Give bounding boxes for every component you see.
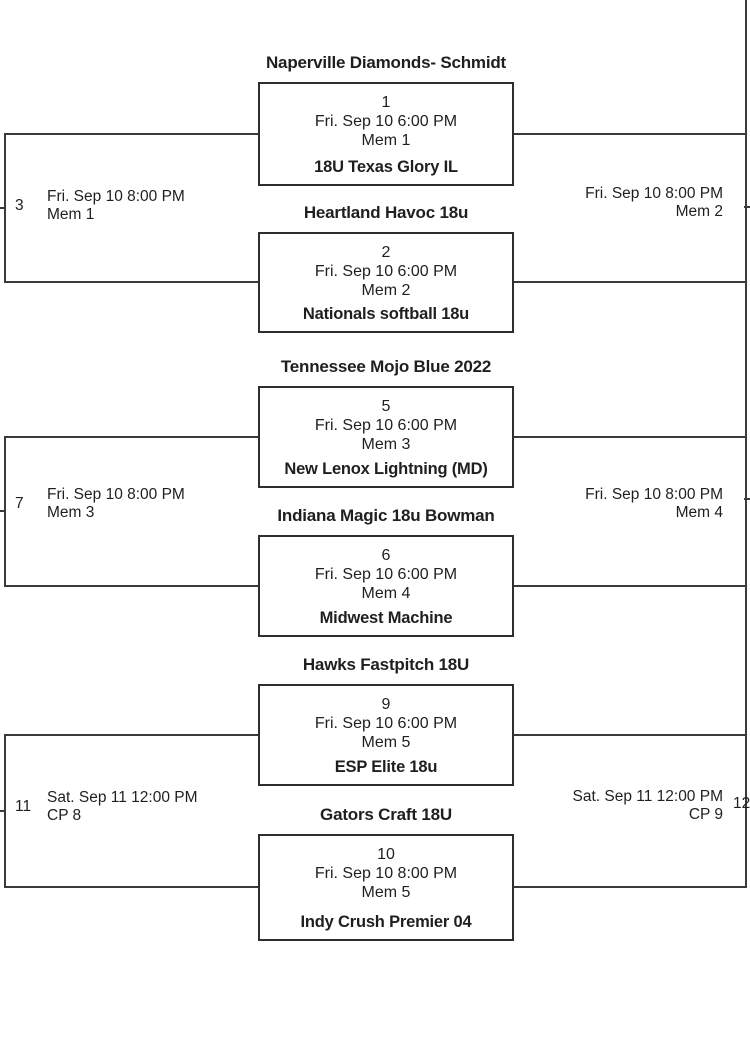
game-venue: Mem 4 (675, 503, 723, 521)
bracket-line (744, 206, 750, 208)
game-venue: Mem 3 (47, 503, 95, 521)
connector-label-game-12: Sat. Sep 11 12:00 PM CP 9 (572, 788, 723, 823)
game-venue: CP 9 (688, 805, 723, 823)
game-number: 1 (381, 94, 391, 111)
game-box: 5 Fri. Sep 10 6:00 PM Mem 3 New Lenox Li… (258, 386, 514, 488)
bracket-line (4, 886, 258, 888)
bracket-line (514, 133, 746, 135)
game-datetime: Fri. Sep 10 8:00 PM (585, 486, 723, 503)
connector-label-game-8: Fri. Sep 10 8:00 PM Mem 4 (585, 486, 723, 521)
connector-label-game-11: 11 Sat. Sep 11 12:00 PM CP 8 (15, 789, 198, 824)
match-box-game-10: Gators Craft 18U 10 Fri. Sep 10 8:00 PM … (258, 805, 514, 941)
bottom-team-name: Nationals softball 18u (302, 305, 470, 323)
bracket-line (0, 510, 6, 512)
game-number: 3 (15, 196, 24, 214)
bracket-line (514, 734, 746, 736)
game-datetime: Fri. Sep 10 6:00 PM (314, 417, 458, 434)
game-datetime: Fri. Sep 10 6:00 PM (314, 263, 458, 280)
top-team-name: Indiana Magic 18u Bowman (277, 506, 495, 525)
match-box-game-9: Hawks Fastpitch 18U 9 Fri. Sep 10 6:00 P… (258, 655, 514, 786)
match-box-game-5: Tennessee Mojo Blue 2022 5 Fri. Sep 10 6… (258, 357, 514, 488)
bottom-team-name: 18U Texas Glory IL (314, 158, 458, 176)
game-venue: Mem 2 (675, 202, 723, 220)
bracket-line (4, 734, 258, 736)
bottom-team-name: Midwest Machine (319, 609, 453, 627)
game-datetime: Fri. Sep 10 8:00 PM (314, 865, 458, 882)
bracket-line (0, 810, 6, 812)
game-number: 7 (15, 494, 24, 512)
game-venue: Mem 5 (361, 884, 411, 901)
game-number: 12 (733, 795, 750, 812)
game-venue: Mem 4 (361, 585, 411, 602)
match-box-game-6: Indiana Magic 18u Bowman 6 Fri. Sep 10 6… (258, 506, 514, 637)
bracket-line (4, 133, 258, 135)
game-datetime: Fri. Sep 10 6:00 PM (314, 566, 458, 583)
top-team-name: Hawks Fastpitch 18U (302, 655, 470, 674)
game-datetime: Sat. Sep 11 12:00 PM (572, 788, 723, 805)
top-team-name: Naperville Diamonds- Schmidt (265, 53, 506, 72)
game-box: 6 Fri. Sep 10 6:00 PM Mem 4 Midwest Mach… (258, 535, 514, 637)
game-venue: Mem 5 (361, 734, 411, 751)
game-datetime: Fri. Sep 10 8:00 PM (47, 486, 185, 503)
bracket-line (4, 436, 258, 438)
bottom-team-name: ESP Elite 18u (334, 758, 438, 776)
match-box-game-1: Naperville Diamonds- Schmidt 1 Fri. Sep … (258, 53, 514, 186)
bottom-team-name: Indy Crush Premier 04 (300, 913, 472, 931)
game-venue: Mem 2 (361, 282, 411, 299)
bracket-line (4, 585, 258, 587)
game-venue: Mem 1 (47, 205, 95, 223)
top-team-name: Heartland Havoc 18u (303, 203, 469, 222)
game-number: 10 (377, 846, 395, 863)
game-box: 10 Fri. Sep 10 8:00 PM Mem 5 Indy Crush … (258, 834, 514, 941)
game-box: 9 Fri. Sep 10 6:00 PM Mem 5 ESP Elite 18… (258, 684, 514, 786)
game-number: 5 (381, 398, 391, 415)
game-datetime: Fri. Sep 10 8:00 PM (47, 188, 185, 205)
bracket-line (514, 281, 746, 283)
game-datetime: Fri. Sep 10 8:00 PM (585, 185, 723, 202)
game-number: 2 (381, 244, 391, 261)
bracket-line (514, 585, 746, 587)
top-team-name: Gators Craft 18U (320, 805, 452, 824)
game-number: 6 (381, 547, 391, 564)
game-venue: Mem 3 (361, 436, 411, 453)
game-venue: CP 8 (47, 806, 82, 824)
bracket-line (514, 436, 746, 438)
bracket-line (4, 281, 258, 283)
connector-label-game-7: 7 Fri. Sep 10 8:00 PM Mem 3 (15, 486, 185, 521)
bracket-line (0, 207, 6, 209)
connector-label-game-3: 3 Fri. Sep 10 8:00 PM Mem 1 (15, 188, 185, 223)
game-datetime: Fri. Sep 10 6:00 PM (314, 113, 458, 130)
game-number: 9 (381, 696, 391, 713)
bottom-team-name: New Lenox Lightning (MD) (284, 460, 488, 478)
game-box: 2 Fri. Sep 10 6:00 PM Mem 2 Nationals so… (258, 232, 514, 333)
bracket-line (744, 498, 750, 500)
game-venue: Mem 1 (361, 132, 411, 149)
game-datetime: Fri. Sep 10 6:00 PM (314, 715, 458, 732)
match-box-game-2: Heartland Havoc 18u 2 Fri. Sep 10 6:00 P… (258, 203, 514, 333)
game-box: 1 Fri. Sep 10 6:00 PM Mem 1 18U Texas Gl… (258, 82, 514, 186)
game-datetime: Sat. Sep 11 12:00 PM (47, 789, 198, 806)
top-team-name: Tennessee Mojo Blue 2022 (280, 357, 492, 376)
bracket-line (514, 886, 746, 888)
bracket-line (745, 0, 747, 888)
game-number: 11 (15, 797, 32, 815)
connector-label-game-4: Fri. Sep 10 8:00 PM Mem 2 (585, 185, 723, 220)
